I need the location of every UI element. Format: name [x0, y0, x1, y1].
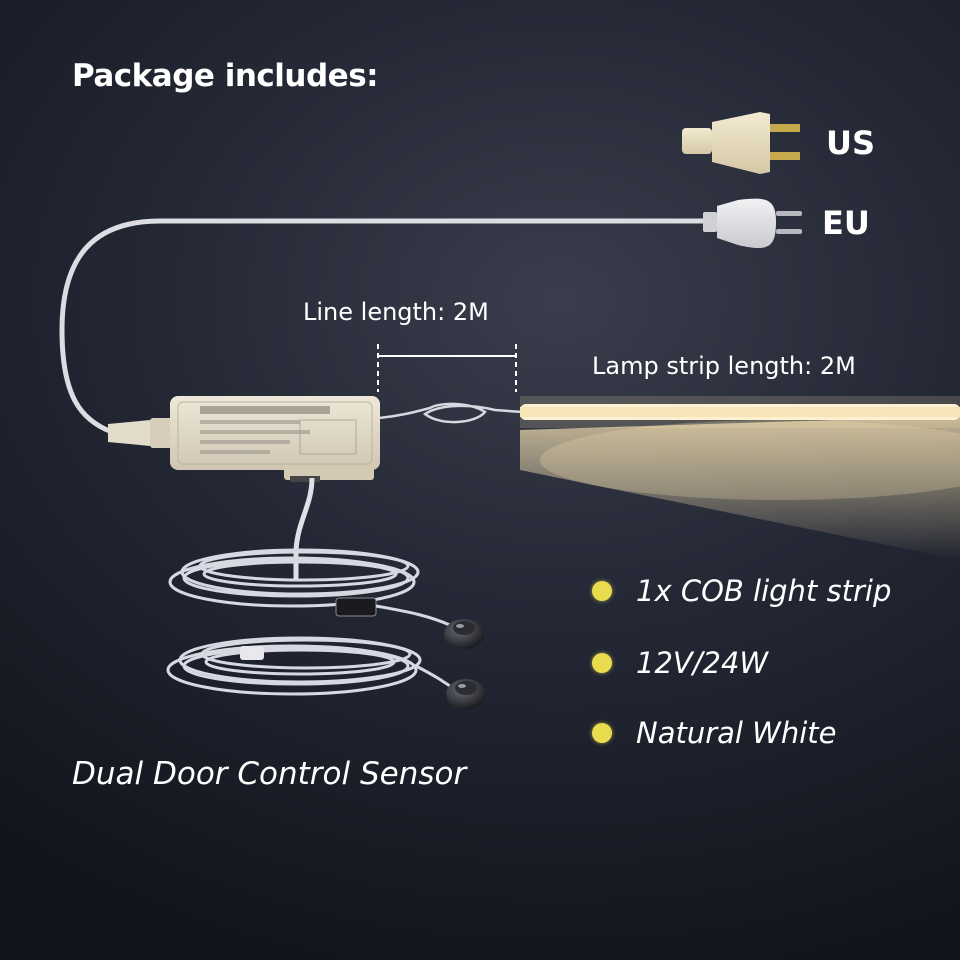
bullet-icon: [592, 653, 612, 673]
feature-item: 12V/24W: [592, 646, 768, 680]
door-sensor-2: [446, 679, 486, 709]
sensor-caption: Dual Door Control Sensor: [72, 756, 467, 792]
door-sensor-1: [444, 619, 484, 649]
feature-item: Natural White: [592, 716, 837, 750]
line-length-label: Line length: 2M: [303, 298, 489, 326]
feature-text: 1x COB light strip: [636, 574, 892, 608]
line-length-bracket: [377, 344, 517, 392]
strip-glow-reflection: [520, 416, 960, 560]
feature-text: Natural White: [636, 716, 837, 750]
cob-led-strip: [520, 396, 960, 428]
us-plug: [682, 112, 800, 174]
sensor-junction: [335, 597, 377, 617]
strip-length-label: Lamp strip length: 2M: [592, 352, 856, 380]
sensor-main-cable: [293, 477, 315, 580]
eu-plug-label: EU: [822, 204, 870, 242]
sensor-cable-coil-2: [166, 636, 422, 696]
driver-box: [170, 396, 380, 482]
page-title: Package includes:: [72, 58, 379, 94]
power-cable: [59, 218, 723, 435]
bullet-icon: [592, 581, 612, 601]
feature-item: 1x COB light strip: [592, 574, 891, 608]
bullet-icon: [592, 723, 612, 743]
driver-cable-connector: [108, 418, 176, 448]
lead-wire: [377, 402, 523, 424]
feature-text: 12V/24W: [636, 646, 769, 680]
eu-plug: [703, 198, 802, 249]
sensor-cable-coil-1: [168, 548, 420, 608]
sensor-connector: [240, 646, 264, 660]
us-plug-label: US: [826, 124, 876, 162]
